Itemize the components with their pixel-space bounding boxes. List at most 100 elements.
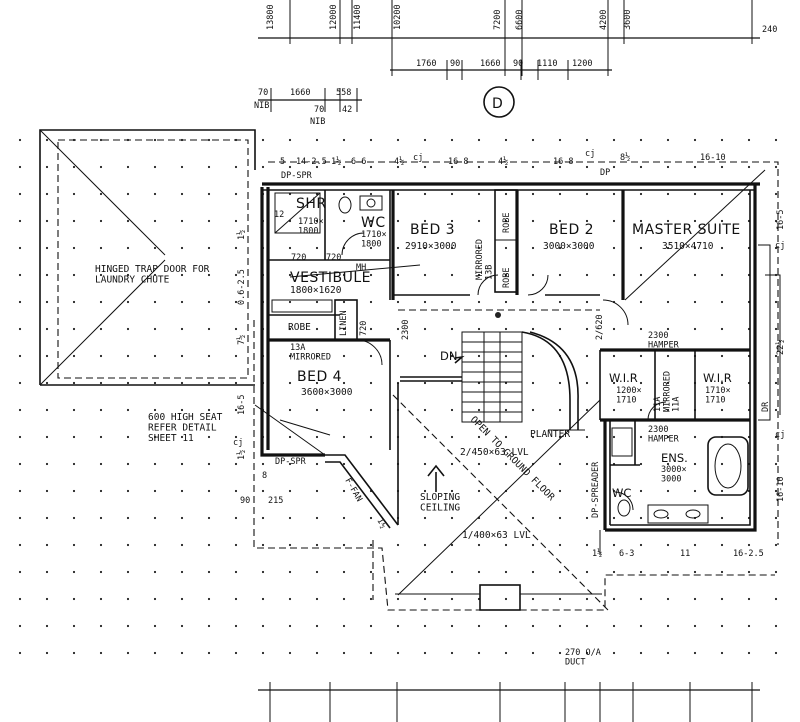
- grid-dot: [99, 570, 103, 574]
- dim-22h-right: 22½: [775, 340, 786, 355]
- grid-dot: [153, 543, 157, 547]
- grid-dot: [342, 435, 346, 439]
- grid-dot: [369, 165, 373, 169]
- balcony-steps: [395, 530, 602, 611]
- grid-dot: [207, 300, 211, 304]
- grid-dot: [666, 300, 670, 304]
- dim-720-b: 720: [326, 253, 341, 263]
- grid-dot: [234, 624, 238, 628]
- grid-dot: [639, 138, 643, 142]
- grid-dot: [72, 165, 76, 169]
- grid-dot: [747, 651, 751, 655]
- grid-dot: [774, 435, 778, 439]
- grid-dot: [288, 489, 292, 493]
- grid-dot: [639, 543, 643, 547]
- grid-dot: [18, 516, 22, 520]
- dim-240: 240: [762, 25, 777, 35]
- grid-dot: [504, 651, 508, 655]
- grid-dot: [612, 435, 616, 439]
- dim-2300: 2300: [401, 320, 411, 340]
- grid-dot: [45, 327, 49, 331]
- external-walls: [260, 182, 760, 532]
- grid-dot: [693, 192, 697, 196]
- grid-dot: [72, 300, 76, 304]
- room-wc1-name: WC: [361, 215, 386, 231]
- grid-dot: [261, 516, 265, 520]
- grid-dot: [342, 543, 346, 547]
- grid-dot: [99, 300, 103, 304]
- grid-dot: [612, 543, 616, 547]
- grid-dot: [288, 462, 292, 466]
- grid-dot: [450, 651, 454, 655]
- grid-dot: [774, 570, 778, 574]
- grid-dot: [180, 408, 184, 412]
- grid-dot: [747, 624, 751, 628]
- grid-dot: [504, 300, 508, 304]
- grid-dot: [45, 219, 49, 223]
- grid-label-16-8b: 16-8: [553, 157, 573, 167]
- dim-1200: 1200: [572, 59, 592, 69]
- internal-walls: [268, 189, 750, 525]
- grid-dot: [72, 192, 76, 196]
- dim-1760: 1760: [416, 59, 436, 69]
- grid-dot: [666, 651, 670, 655]
- room-shr-size: 1710×1800: [298, 217, 324, 236]
- grid-dot: [450, 543, 454, 547]
- dn-label: DN: [440, 349, 457, 363]
- grid-dot: [126, 651, 130, 655]
- dp-spr-top: DP-SPR: [281, 171, 313, 181]
- grid-dot: [369, 624, 373, 628]
- grid-dot: [153, 597, 157, 601]
- grid-dot: [477, 165, 481, 169]
- grid-dot: [423, 651, 427, 655]
- grid-dot: [126, 543, 130, 547]
- grid-dot: [153, 516, 157, 520]
- grid-dot: [261, 570, 265, 574]
- grid-dot: [126, 354, 130, 358]
- grid-dot: [342, 651, 346, 655]
- grid-dot: [288, 381, 292, 385]
- grid-dot: [315, 165, 319, 169]
- grid-dot: [261, 489, 265, 493]
- grid-dot: [72, 597, 76, 601]
- grid-dot: [423, 192, 427, 196]
- grid-dot: [450, 354, 454, 358]
- grid-dot: [18, 489, 22, 493]
- grid-dot: [153, 192, 157, 196]
- grid-dot: [585, 570, 589, 574]
- grid-dot: [693, 273, 697, 277]
- dim-70b: 70: [314, 105, 324, 115]
- grid-dot: [315, 624, 319, 628]
- room-vestibule-size: 1800×1620: [290, 285, 342, 296]
- grid-dot: [342, 300, 346, 304]
- grid-dot: [477, 489, 481, 493]
- grid-dot: [99, 489, 103, 493]
- grid-dot: [396, 651, 400, 655]
- dim-42: 42: [342, 105, 352, 115]
- grid-dot: [234, 192, 238, 196]
- grid-dot: [774, 489, 778, 493]
- grid-dot: [45, 165, 49, 169]
- dim-8: 8: [262, 471, 267, 481]
- grid-dot: [747, 543, 751, 547]
- grid-dot: [180, 300, 184, 304]
- grid-dot: [261, 597, 265, 601]
- fan-window: [254, 404, 399, 529]
- room-labels: SHR 1710×1800 12 WC 1710×1800 BED 3 2910…: [274, 196, 740, 500]
- grid-label-4h-b: 4½: [498, 156, 508, 167]
- dot-grid: [18, 138, 778, 655]
- room-wir1-size: 1200×1710: [616, 386, 642, 405]
- grid-dot: [153, 570, 157, 574]
- grid-dot: [774, 327, 778, 331]
- grid-dot: [504, 597, 508, 601]
- grid-dot: [315, 516, 319, 520]
- grid-dot: [72, 516, 76, 520]
- grid-dot: [612, 624, 616, 628]
- grid-dot: [261, 462, 265, 466]
- grid-dot: [315, 543, 319, 547]
- grid-dot: [288, 543, 292, 547]
- eaves-outline: [253, 161, 779, 613]
- room-vestibule-name: VESTIBULE: [290, 270, 371, 286]
